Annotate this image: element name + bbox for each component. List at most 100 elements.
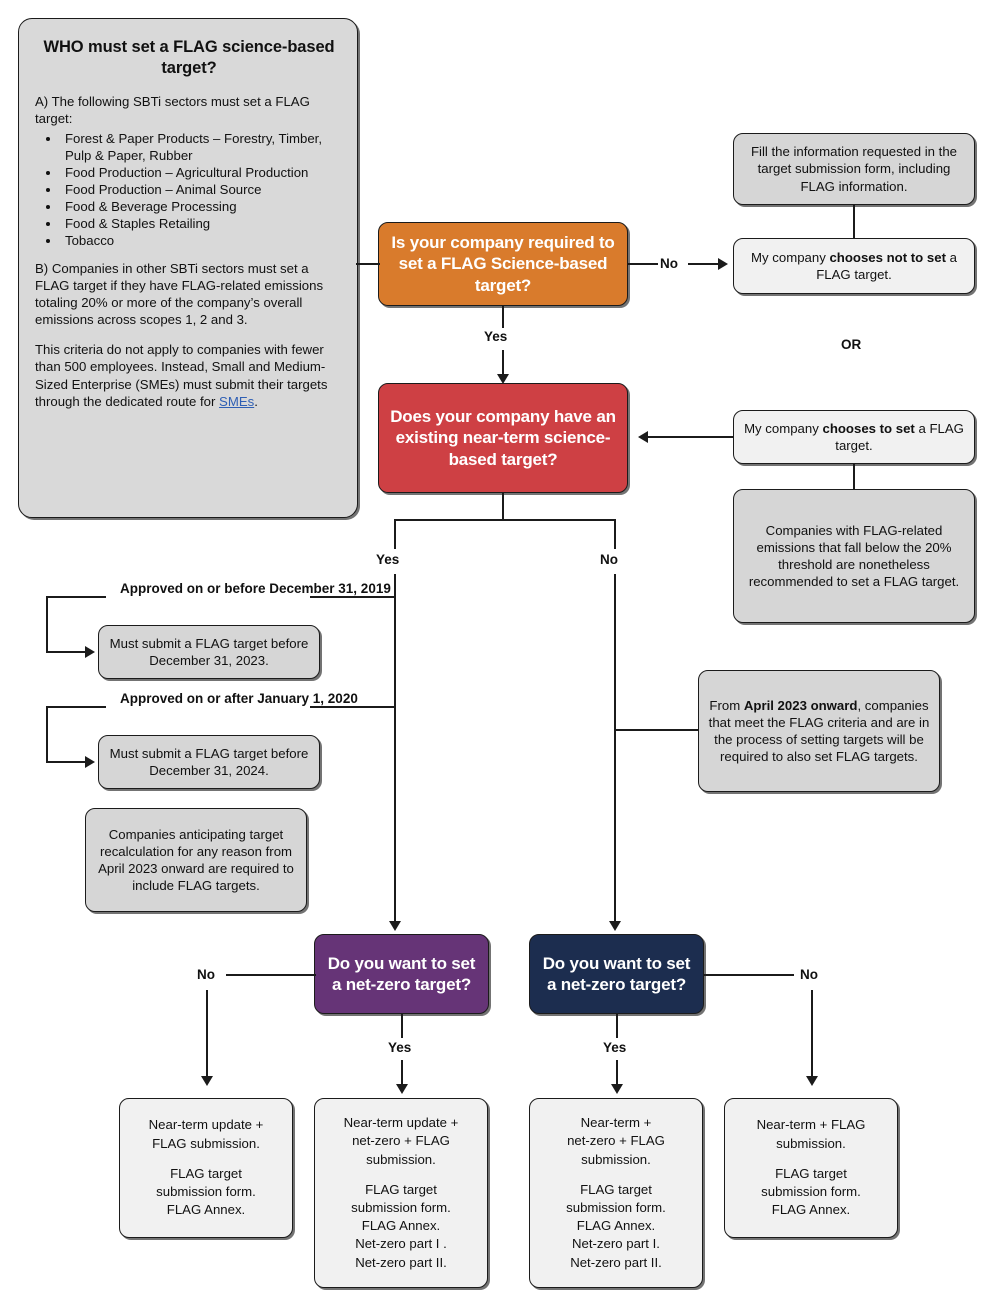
outcome-1-line2: FLAG submission. (152, 1135, 260, 1151)
decision-net-zero-left-label: Do you want to set a net-zero target? (327, 953, 476, 994)
outcome-4-line5: FLAG Annex. (771, 1202, 851, 1218)
connector-approved-after-to-trunk (310, 706, 396, 708)
connector-chooseset-to-threshold (853, 464, 855, 489)
info-panel-paragraph-c: This criteria do not apply to companies … (35, 341, 343, 410)
info-panel-paragraph-c-text: This criteria do not apply to companies … (35, 342, 328, 409)
connector-elbow2-bottom (46, 761, 88, 763)
sector-list-item: Food Production – Animal Source (61, 181, 343, 198)
outcome-4-line4: submission form. (761, 1184, 861, 1200)
outcome-2-line6: FLAG Annex. (361, 1218, 441, 1234)
outcome-near-term-update-flag: Near-term update + FLAG submission. FLAG… (119, 1098, 293, 1238)
note-april-2023-onward: From April 2023 onward, companies that m… (698, 670, 940, 792)
connector-d2-stem (502, 493, 504, 520)
note-must-submit-2024-text: Must submit a FLAG target before Decembe… (109, 745, 309, 778)
connector-d1-yes-b (502, 350, 504, 376)
edge-label-d4-yes: Yes (603, 1040, 627, 1055)
note-chooses-to-set: My company chooses to set a FLAG target. (733, 410, 975, 464)
decision-flag-required-label: Is your company required to set a FLAG S… (391, 232, 615, 295)
arrow-elbow1 (85, 646, 95, 658)
edge-label-d3-no: No (197, 967, 215, 982)
note-recalculation-text: Companies anticipating target recalculat… (98, 826, 294, 894)
outcome-3-line6: FLAG Annex. (576, 1218, 656, 1234)
connector-d2-yes-trunk (394, 574, 396, 929)
arrow-d1-yes (497, 374, 509, 384)
connector-d1-no-b (688, 263, 720, 265)
info-panel-paragraph-a: A) The following SBTi sectors must set a… (35, 94, 310, 127)
branch-label-approved-after: Approved on or after January 1, 2020 (120, 691, 358, 706)
note-april-2023-onward-text: From April 2023 onward, companies that m… (699, 697, 939, 766)
outcome-2-text: Near-term update + net-zero + FLAG submi… (315, 1114, 487, 1272)
edge-label-d4-no: No (800, 967, 818, 982)
outcome-2-line1: Near-term update + (343, 1115, 459, 1131)
outcome-3-text: Near-term + net-zero + FLAG submission. … (530, 1114, 702, 1272)
connector-elbow1-bottom (46, 651, 88, 653)
connector-elbow1-top (46, 596, 106, 598)
text-post: a FLAG target. (835, 420, 964, 453)
branch-label-approved-before: Approved on or before December 31, 2019 (120, 581, 391, 596)
text-post: , companies that meet the FLAG criteria … (708, 697, 930, 765)
connector-fillinfo-to-choosenot (853, 205, 855, 238)
smes-link[interactable]: SMEs (219, 393, 255, 409)
connector-approved-before-to-trunk (310, 596, 396, 598)
note-chooses-not-to-set-text: My company chooses not to set a FLAG tar… (734, 249, 974, 283)
connector-d3-no-v (206, 990, 208, 1078)
outcome-3-line5: submission form. (566, 1200, 666, 1215)
outcome-1-line1: Near-term update + (148, 1117, 264, 1133)
outcome-2-line4: FLAG target (365, 1181, 437, 1197)
edge-label-d1-yes: Yes (484, 329, 508, 344)
outcome-1-text: Near-term update + FLAG submission. FLAG… (120, 1116, 292, 1219)
sector-list-item: Food & Beverage Processing (61, 198, 343, 215)
outcome-1-line5: FLAG Annex. (166, 1202, 246, 1218)
connector-d1-yes-a (502, 306, 504, 328)
spacer (128, 1153, 284, 1165)
outcome-3-line7: Net-zero part I. (572, 1236, 660, 1252)
outcome-near-term-netzero-flag: Near-term + net-zero + FLAG submission. … (529, 1098, 703, 1288)
connector-d3-no-h (226, 974, 316, 976)
decision-existing-near-term-label: Does your company have an existing near-… (390, 406, 616, 469)
spacer (35, 330, 343, 341)
text-bold: chooses not to set (829, 249, 946, 265)
spacer (538, 1169, 694, 1181)
outcome-2-line8: Net-zero part II. (355, 1254, 447, 1270)
note-below-threshold-text: Companies with FLAG-related emissions th… (748, 522, 960, 590)
text-bold: chooses to set (822, 420, 915, 436)
connector-d4-no-v (811, 990, 813, 1078)
decision-net-zero-right-label: Do you want to set a net-zero target? (542, 953, 691, 994)
info-panel-paragraph-b: B) Companies in other SBTi sectors must … (35, 260, 324, 328)
arrow-d2-no-to-d4 (609, 921, 621, 931)
info-panel-title: WHO must set a FLAG science-based target… (43, 38, 335, 78)
connector-d4-no-h (704, 974, 794, 976)
outcome-2-line2: net-zero + FLAG (352, 1133, 450, 1149)
connector-elbow1-down (46, 596, 48, 653)
decision-net-zero-left[interactable]: Do you want to set a net-zero target? (314, 934, 489, 1014)
connector-d2-split (394, 519, 614, 521)
spacer (733, 1153, 889, 1165)
decision-net-zero-right[interactable]: Do you want to set a net-zero target? (529, 934, 704, 1014)
connector-d3-yes-b (401, 1060, 403, 1086)
connector-d2-no-to-april-note (614, 729, 700, 731)
note-must-submit-2023-text: Must submit a FLAG target before Decembe… (109, 635, 309, 668)
edge-label-d2-no: No (600, 552, 618, 567)
connector-d2-no-trunk (614, 574, 616, 929)
connector-info-to-decision1 (356, 263, 380, 265)
arrow-d4-no (806, 1076, 818, 1086)
outcome-near-term-flag: Near-term + FLAG submission. FLAG target… (724, 1098, 898, 1238)
text-pre: My company (744, 420, 823, 436)
outcome-near-term-update-netzero-flag: Near-term update + net-zero + FLAG submi… (314, 1098, 488, 1288)
label-or: OR (841, 337, 862, 352)
decision-flag-required[interactable]: Is your company required to set a FLAG S… (378, 222, 628, 306)
arrow-d3-no (201, 1076, 213, 1086)
arrow-d4-yes (611, 1084, 623, 1094)
spacer (323, 1169, 479, 1181)
connector-d3-yes-a (401, 1014, 403, 1038)
connector-d4-yes-a (616, 1014, 618, 1038)
note-recalculation: Companies anticipating target recalculat… (85, 808, 307, 912)
text-post: a FLAG target. (816, 249, 957, 282)
outcome-3-line3: submission. (581, 1151, 651, 1167)
arrow-d2-yes-to-d3 (389, 921, 401, 931)
outcome-2-line5: submission form. (351, 1200, 451, 1215)
note-must-submit-2024: Must submit a FLAG target before Decembe… (98, 735, 320, 789)
connector-d2-no-a (614, 519, 616, 549)
decision-existing-near-term[interactable]: Does your company have an existing near-… (378, 383, 628, 493)
text-pre: From (709, 697, 744, 713)
